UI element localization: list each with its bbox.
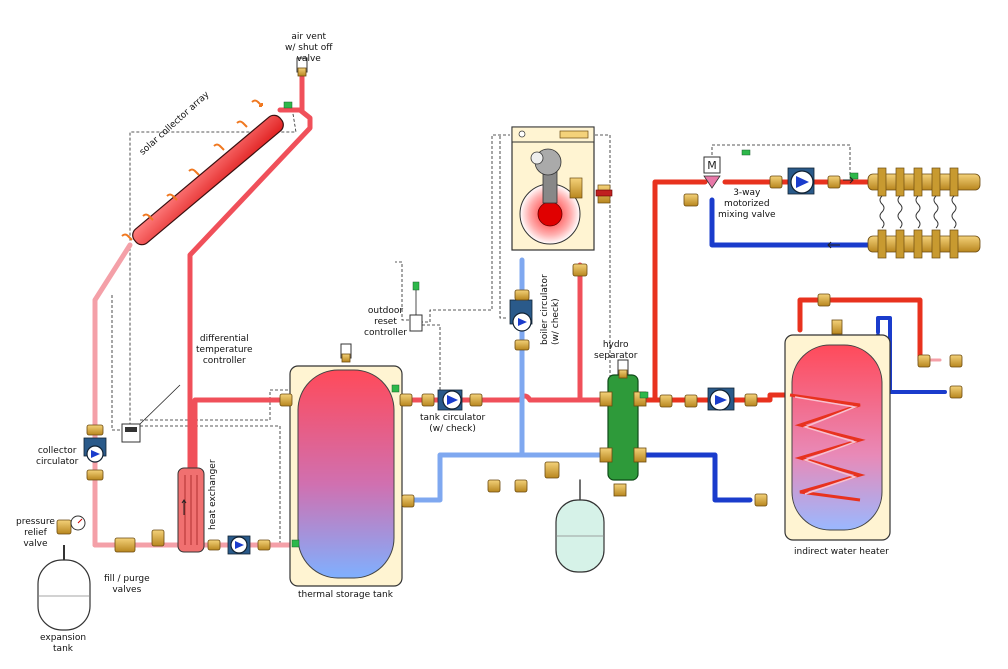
supply-manifold — [867, 167, 981, 197]
sun-ray-icons — [121, 99, 263, 241]
expansion-tank-solar — [37, 545, 91, 631]
outdoor-reset-controller — [409, 281, 423, 332]
thermal-storage-tank — [289, 343, 403, 587]
solar-loop-circulator — [227, 535, 251, 555]
pressure-relief-label: pressure relief valve — [16, 517, 55, 549]
indirect-heater-label: indirect water heater — [794, 547, 889, 557]
solar-loop — [92, 72, 313, 548]
air-vent-label: air vent w/ shut off valve — [285, 32, 333, 64]
indirect-water-heater — [784, 319, 891, 541]
thermal-storage-label: thermal storage tank — [298, 590, 393, 600]
hydro-separator — [599, 359, 647, 497]
differential-temperature-controller — [121, 384, 181, 443]
motor-letter: M — [707, 159, 717, 172]
hydro-separator-label: hydro separator — [594, 340, 638, 361]
brass-valves — [56, 175, 963, 553]
fill-purge-label: fill / purge valves — [104, 574, 150, 595]
tank-circulator — [437, 389, 463, 411]
collector-circulator — [83, 437, 107, 463]
heat-exchanger — [177, 467, 205, 553]
return-manifold — [867, 229, 981, 259]
boiler — [511, 126, 613, 251]
tank-circulator-label: tank circulator (w/ check) — [420, 413, 486, 434]
pressure-gauge-icon — [70, 515, 86, 531]
boiler-circulator-label: boiler circulator (w/ check) — [540, 274, 561, 345]
mixing-valve-label: 3-way motorized mixing valve — [718, 188, 776, 220]
collector-circulator-label: collector circulator — [36, 446, 79, 467]
dhw-circulator — [707, 387, 735, 411]
outdoor-reset-label: outdoor reset controller — [364, 306, 407, 338]
expansion-tank-label: expansion tank — [40, 633, 87, 654]
solar-collector-array — [132, 101, 293, 246]
differential-controller-label: differential temperature controller — [196, 334, 253, 366]
boiler-circulator — [509, 299, 533, 332]
mixing-valve-motor: M — [639, 149, 859, 399]
distribution-circulator — [787, 167, 815, 195]
expansion-tank-boiler — [555, 499, 605, 573]
heat-exchanger-label: heat exchanger — [208, 459, 218, 530]
air-vent-icon — [296, 57, 308, 77]
flow-arrows — [827, 176, 854, 249]
radiant-loops — [879, 195, 957, 229]
